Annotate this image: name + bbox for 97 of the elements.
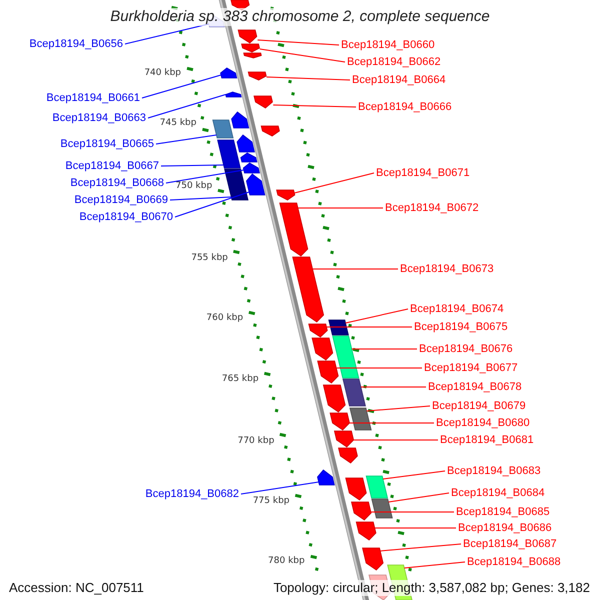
scale-label: 760 kbp (206, 313, 244, 324)
leader-line (259, 48, 346, 62)
leader-line (349, 422, 434, 424)
leader-line (156, 134, 217, 144)
gene-shape (342, 378, 366, 406)
gene-shape (254, 96, 273, 108)
gene-shape (260, 126, 280, 136)
gene-shape (350, 502, 372, 521)
gene-label: Bcep18194_B0671 (376, 166, 470, 180)
gene-label: Bcep18194_B0676 (419, 342, 513, 356)
gene-label: Bcep18194_B0660 (341, 38, 435, 52)
footer-text: Accession: NC_007511 (7, 580, 146, 596)
scale-label: 780 kbp (268, 556, 305, 567)
gene-label: Bcep18194_B0683 (447, 464, 541, 478)
leader-line (240, 482, 320, 494)
leader-line (174, 192, 250, 218)
gene-shape (334, 430, 354, 448)
gene-label: Bcep18194_B0665 (60, 137, 154, 151)
gene-shape (330, 412, 350, 431)
leader-line (345, 308, 408, 324)
gene-label: Bcep18194_B0661 (46, 91, 140, 105)
leader-line (166, 170, 244, 184)
gene-shape (345, 478, 367, 501)
gene-label: Bcep18194_B0684 (451, 486, 545, 500)
leader-line (294, 172, 374, 194)
scale-label: 740 kbp (144, 68, 181, 79)
gene-shape (243, 52, 262, 58)
gene-shape (356, 522, 376, 541)
gene-label: Bcep18194_B0656 (29, 37, 123, 51)
leader-line (366, 406, 430, 412)
gene-label: Bcep18194_B0672 (385, 201, 479, 215)
gene-label: Bcep18194_B0677 (424, 361, 518, 375)
gene-label: Bcep18194_B0681 (440, 433, 534, 447)
gene-label: Bcep18194_B0673 (400, 262, 494, 276)
leader-line (257, 40, 340, 46)
gene-shape (317, 360, 339, 384)
gene-shape (230, 0, 250, 10)
gene-shape (349, 408, 372, 430)
footer-text: Topology: circular; Length: 3,587,082 bp; Genes: 3,182 (271, 580, 592, 596)
leader-line (326, 326, 412, 328)
gene-shape (338, 448, 358, 464)
gene-shape (317, 469, 335, 486)
gene-label: Bcep18194_B0663 (52, 111, 146, 125)
gene-shape (279, 202, 308, 257)
scale-label: 750 kbp (176, 181, 212, 192)
leader-line (148, 94, 226, 118)
leader-line (351, 348, 418, 350)
leader-line (388, 492, 450, 502)
gene-shape (238, 30, 258, 44)
scale-label: 745 kbp (160, 118, 196, 129)
gene-shape (240, 152, 258, 162)
gene-label: Bcep18194_B0670 (79, 210, 173, 224)
leader-line (272, 104, 356, 108)
gene-label: Bcep18194_B0679 (432, 399, 526, 413)
gene-shape (217, 140, 241, 168)
leader-line (380, 544, 462, 552)
gene-label: Bcep18194_B0688 (467, 555, 561, 569)
gene-label: Bcep18194_B0682 (145, 487, 239, 501)
gene-shape (236, 134, 255, 152)
gene-label: Bcep18194_B0675 (414, 320, 508, 334)
gene-label: Bcep18194_B0668 (70, 176, 164, 190)
gene-shape (276, 190, 296, 200)
gene-shape (225, 92, 242, 98)
gene-label: Bcep18194_B0680 (436, 416, 530, 430)
leader-line (142, 74, 222, 98)
gene-label: Bcep18194_B0667 (65, 159, 159, 173)
scale-label: 775 kbp (252, 496, 290, 507)
gene-label: Bcep18194_B0666 (358, 100, 452, 114)
gene-label: Bcep18194_B0678 (428, 380, 522, 394)
gene-label: Bcep18194_B0685 (456, 505, 550, 519)
gene-shape (241, 44, 260, 52)
gene-shape (332, 336, 360, 378)
gene-shape (248, 72, 267, 80)
gene-shape (231, 111, 250, 128)
gene-label: Bcep18194_B0664 (352, 73, 446, 87)
gene-shape (224, 168, 248, 200)
scale-label: 765 kbp (222, 374, 259, 385)
gene-shape (322, 384, 346, 413)
leader-line (382, 470, 446, 480)
gene-label: Bcep18194_B0687 (463, 537, 557, 551)
gene-shape (362, 548, 384, 571)
leader-line (266, 76, 350, 80)
leader-line (360, 386, 426, 388)
leader-line (404, 562, 466, 568)
scale-label: 770 kbp (238, 436, 274, 447)
leader-line (160, 164, 224, 166)
gene-shape (366, 476, 388, 498)
gene-label: Bcep18194_B0669 (74, 193, 168, 207)
leader-line (170, 196, 232, 200)
leader-line (312, 268, 398, 270)
gene-shape (371, 498, 393, 518)
gene-label: Bcep18194_B0686 (458, 521, 552, 535)
scale-label: 755 kbp (191, 253, 228, 264)
gene-shape (212, 120, 234, 138)
gene-shape (220, 68, 238, 78)
gene-label: Bcep18194_B0662 (347, 55, 441, 69)
gene-label: Bcep18194_B0674 (410, 302, 504, 316)
